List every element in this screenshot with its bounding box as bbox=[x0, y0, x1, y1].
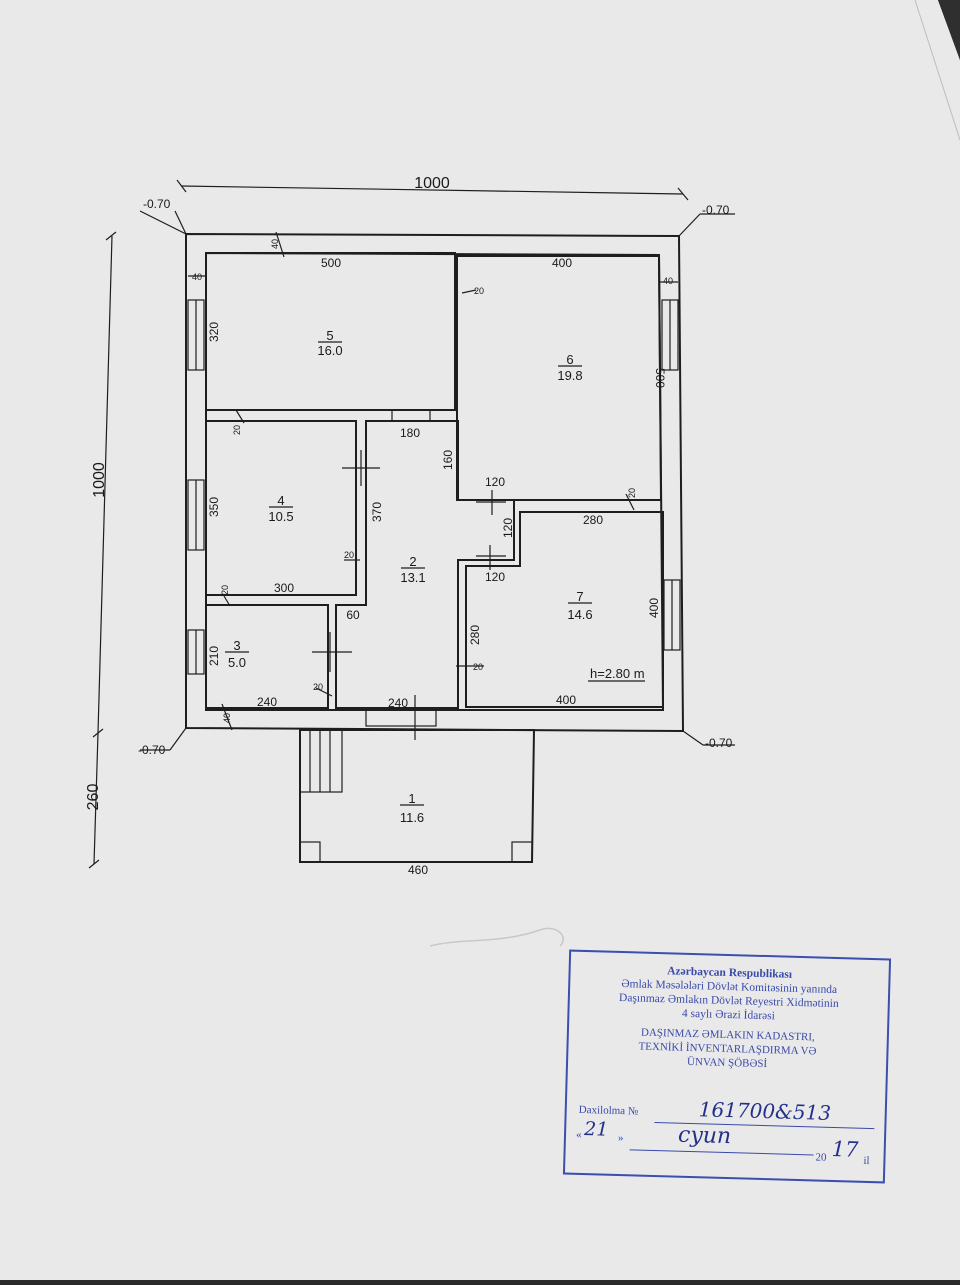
svg-text:20: 20 bbox=[232, 425, 242, 435]
room-2-outline bbox=[335, 420, 515, 709]
svg-text:1: 1 bbox=[408, 791, 415, 806]
svg-text:40: 40 bbox=[192, 272, 202, 282]
elevation-bottom-left: -0.70 bbox=[138, 743, 166, 757]
svg-text:11.6: 11.6 bbox=[400, 810, 424, 825]
svg-text:240: 240 bbox=[257, 695, 277, 709]
svg-text:40: 40 bbox=[270, 239, 280, 249]
room-label-5: 5 16.0 bbox=[317, 328, 342, 358]
svg-text:16.0: 16.0 bbox=[317, 343, 342, 358]
svg-text:5.0: 5.0 bbox=[228, 655, 246, 670]
corner-elevation-leaders bbox=[139, 210, 735, 751]
svg-text:160: 160 bbox=[441, 450, 455, 470]
porch-depth-label: 260 bbox=[85, 784, 102, 811]
svg-text:120: 120 bbox=[485, 475, 505, 489]
room-label-3: 3 5.0 bbox=[225, 638, 249, 670]
wall-thickness-ticks bbox=[188, 231, 678, 731]
svg-text:500: 500 bbox=[321, 256, 341, 270]
registration-stamp: Azərbaycan Respublikası Əmlak Məsələləri… bbox=[562, 949, 892, 1184]
svg-text:19.8: 19.8 bbox=[557, 368, 582, 383]
svg-text:210: 210 bbox=[207, 646, 221, 666]
room-label-1: 1 11.6 bbox=[400, 791, 424, 825]
svg-text:40: 40 bbox=[663, 276, 673, 286]
svg-text:6: 6 bbox=[566, 352, 573, 367]
svg-text:20: 20 bbox=[474, 286, 484, 296]
svg-text:13.1: 13.1 bbox=[400, 570, 425, 585]
svg-text:2: 2 bbox=[409, 554, 416, 569]
svg-text:20: 20 bbox=[220, 585, 230, 595]
svg-text:400: 400 bbox=[552, 256, 572, 270]
elevation-bottom-right: -0.70 bbox=[705, 736, 733, 750]
stamp-registration-number: 161700&513 bbox=[698, 1097, 832, 1125]
overall-dimension-lines bbox=[88, 179, 689, 869]
stamp-year-unit: il bbox=[863, 1154, 870, 1168]
svg-text:7: 7 bbox=[576, 589, 583, 604]
room-label-4: 4 10.5 bbox=[268, 493, 293, 524]
stamp-month: cyun bbox=[677, 1122, 732, 1150]
svg-text:460: 460 bbox=[408, 863, 428, 877]
svg-text:300: 300 bbox=[274, 581, 294, 595]
room-3-outline bbox=[205, 604, 329, 709]
overall-height-label: 1000 bbox=[91, 462, 108, 498]
room-label-7: 7 14.6 bbox=[567, 589, 592, 622]
room-7-outline bbox=[465, 511, 664, 708]
elevation-top-right: -0.70 bbox=[702, 203, 730, 217]
svg-text:20: 20 bbox=[627, 488, 637, 498]
svg-text:370: 370 bbox=[370, 502, 384, 522]
room-5-outline bbox=[205, 252, 456, 411]
svg-text:10.5: 10.5 bbox=[268, 509, 293, 524]
pencil-scribble bbox=[429, 927, 564, 947]
ceiling-height-label: h=2.80 m bbox=[590, 666, 645, 681]
stamp-year-prefix: 20 bbox=[815, 1151, 827, 1164]
svg-text:5: 5 bbox=[326, 328, 333, 343]
dimension-labels: 500 320 40 40 400 500 20 40 20 20 350 30… bbox=[192, 239, 673, 877]
door-marks bbox=[312, 410, 506, 740]
porch bbox=[299, 729, 536, 863]
svg-text:400: 400 bbox=[647, 598, 661, 618]
stamp-year-suffix: 17 bbox=[831, 1136, 859, 1162]
svg-text:120: 120 bbox=[485, 570, 505, 584]
room-6-outline bbox=[456, 255, 663, 501]
svg-text:120: 120 bbox=[501, 518, 515, 538]
svg-text:3: 3 bbox=[233, 638, 240, 653]
room-label-6: 6 19.8 bbox=[557, 352, 582, 383]
svg-text:60: 60 bbox=[346, 608, 360, 622]
svg-text:20: 20 bbox=[313, 682, 323, 692]
windows bbox=[187, 299, 681, 675]
svg-text:14.6: 14.6 bbox=[567, 607, 592, 622]
svg-text:320: 320 bbox=[207, 322, 221, 342]
svg-text:20: 20 bbox=[344, 550, 354, 560]
svg-text:240: 240 bbox=[388, 696, 408, 710]
elevation-top-left: -0.70 bbox=[143, 197, 171, 211]
room-label-2: 2 13.1 bbox=[400, 554, 425, 585]
svg-text:350: 350 bbox=[207, 497, 221, 517]
stamp-registration-label: Daxilolma № bbox=[578, 1103, 639, 1118]
svg-text:280: 280 bbox=[583, 513, 603, 527]
stamp-day: 21 bbox=[583, 1118, 609, 1141]
svg-text:4: 4 bbox=[277, 493, 284, 508]
svg-text:40: 40 bbox=[222, 713, 232, 723]
room-4-outline bbox=[205, 420, 357, 596]
svg-text:280: 280 bbox=[468, 625, 482, 645]
svg-text:500: 500 bbox=[653, 368, 667, 388]
svg-text:400: 400 bbox=[556, 693, 576, 707]
svg-text:20: 20 bbox=[473, 662, 483, 672]
svg-text:180: 180 bbox=[400, 426, 420, 440]
overall-width-label: 1000 bbox=[414, 175, 450, 192]
